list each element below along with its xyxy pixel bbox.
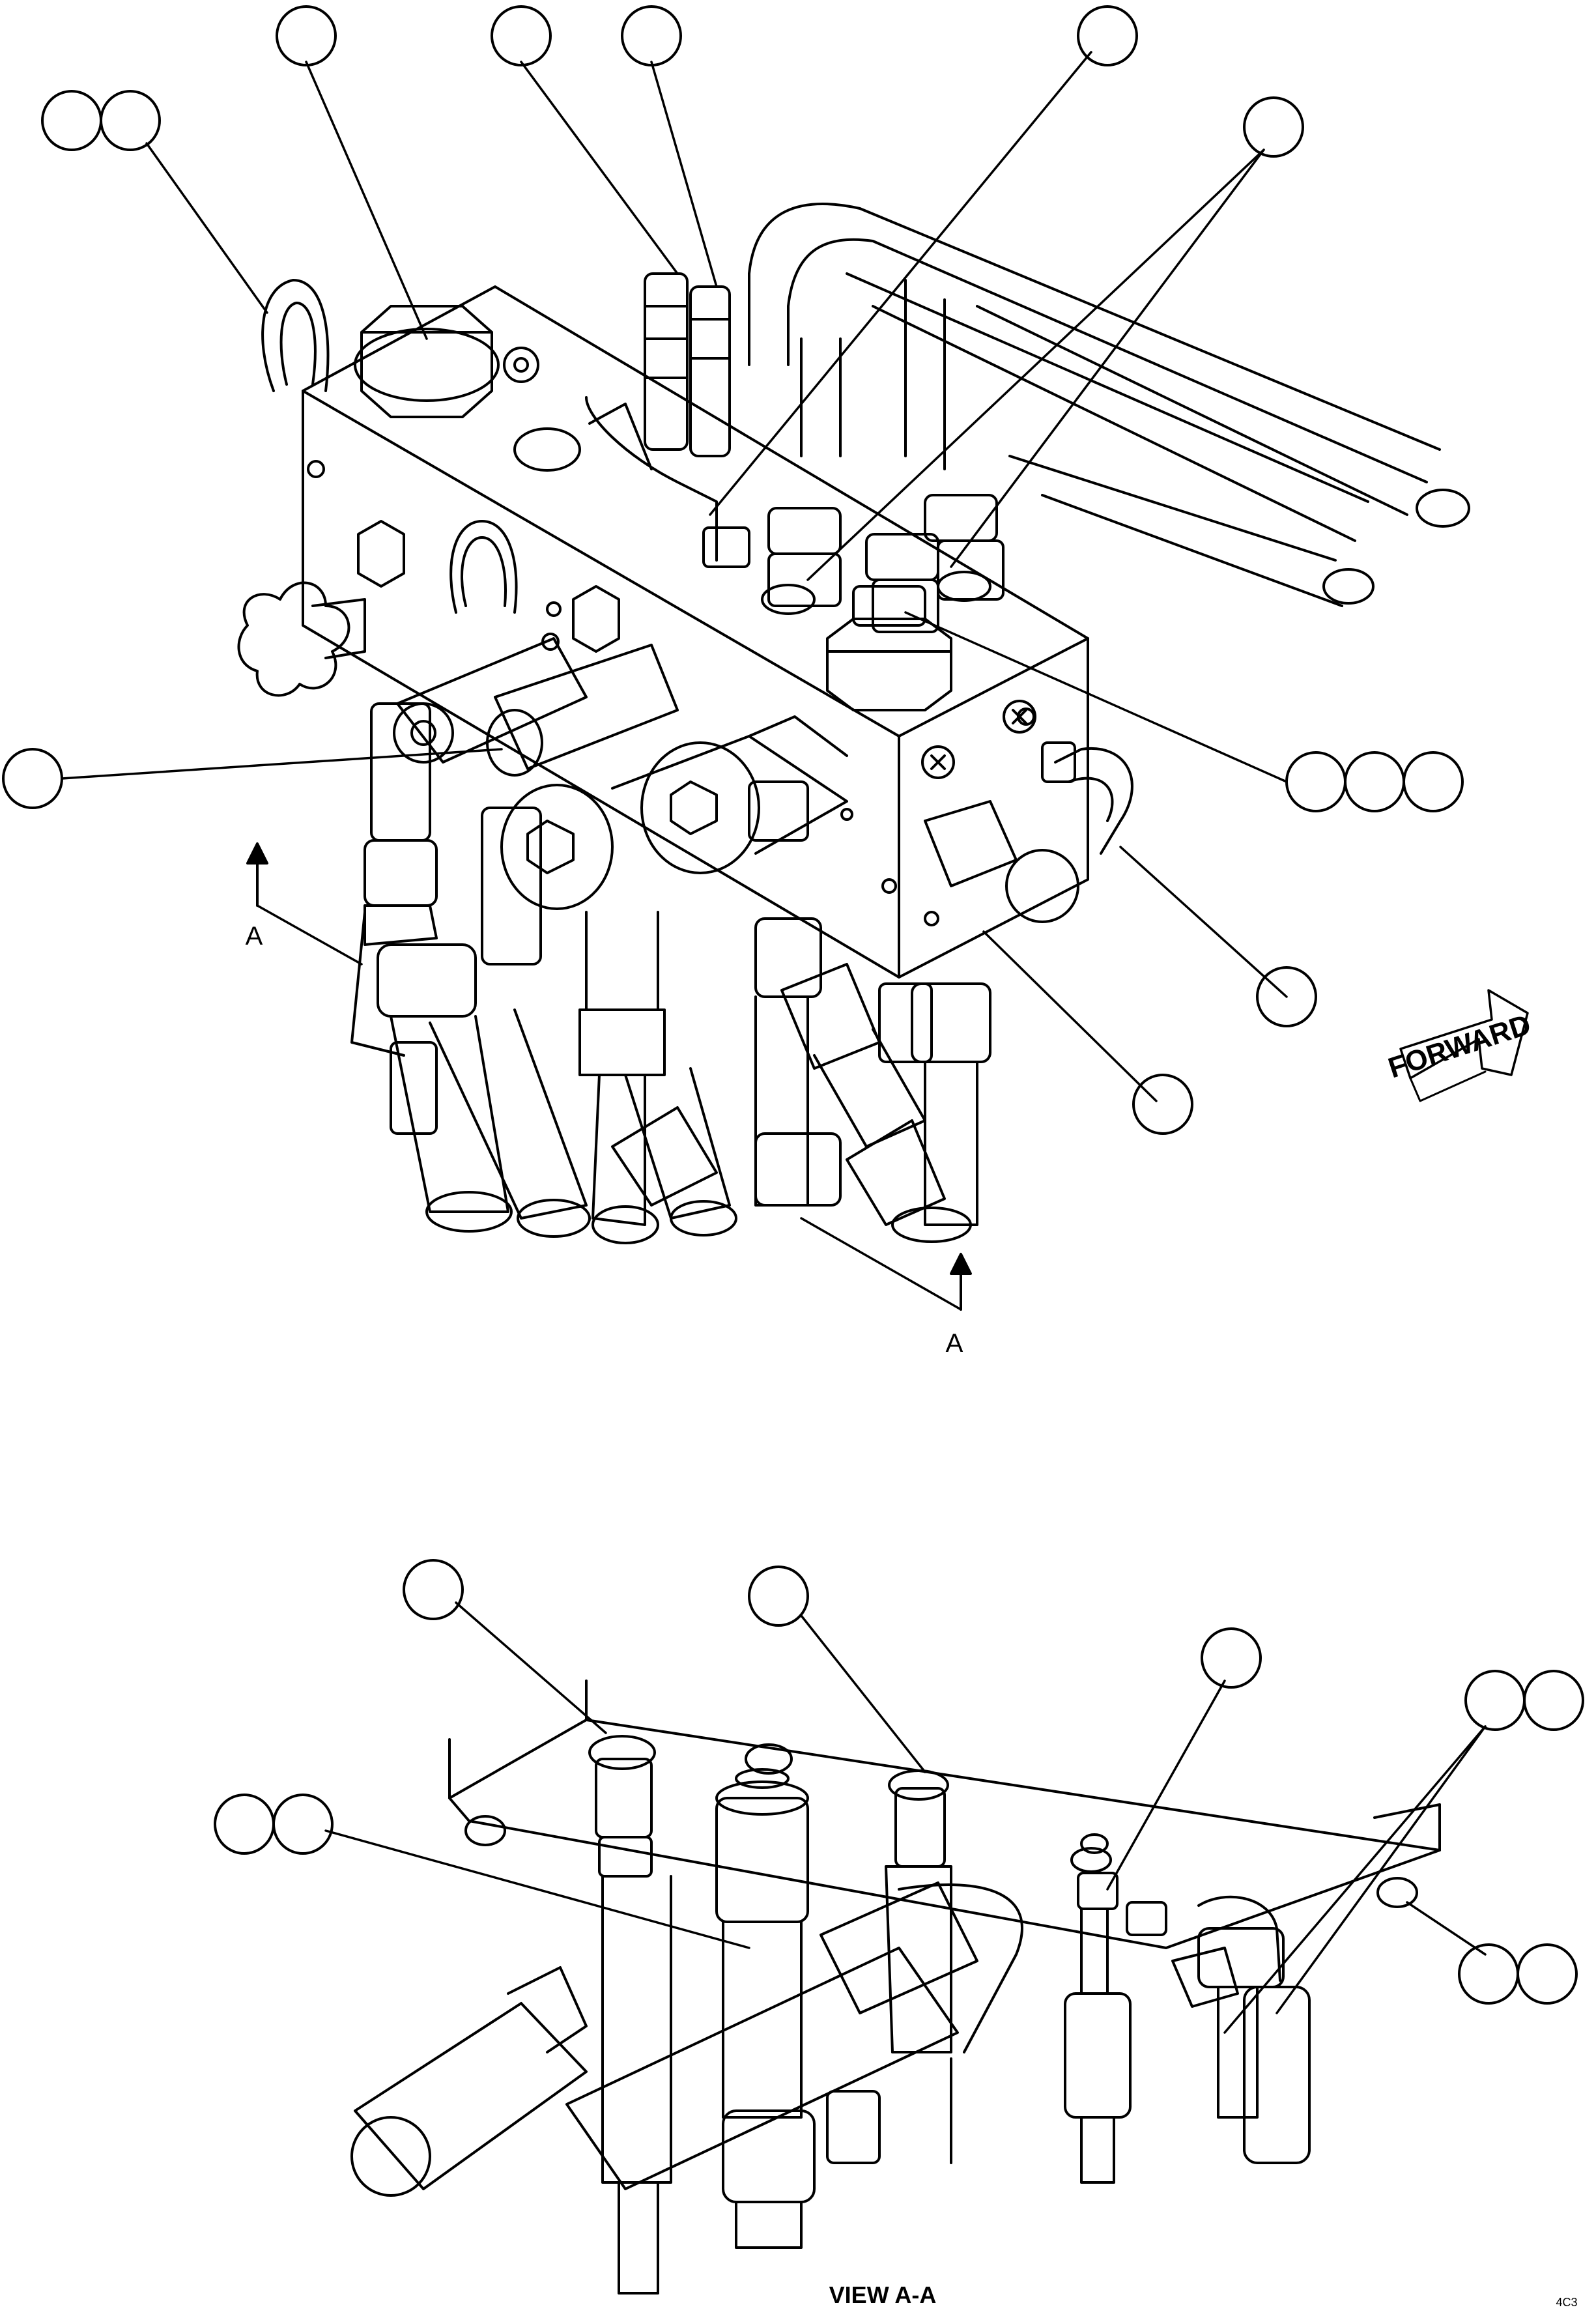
view-a-a-section: VIEW A-A bbox=[214, 1559, 1584, 2308]
top-hex-plug bbox=[354, 305, 500, 418]
section-label-left: A bbox=[246, 922, 263, 951]
top-leader-lines bbox=[61, 51, 1288, 1102]
bottom-leader-lines bbox=[324, 1601, 1487, 2034]
view-lower-hoses bbox=[350, 1966, 952, 2295]
upper-left-loop-handle bbox=[261, 279, 330, 392]
solenoid-coil-left bbox=[500, 784, 614, 910]
section-label-right: A bbox=[946, 1329, 963, 1358]
left-face-hex-plugs bbox=[357, 520, 620, 653]
top-socket-screw bbox=[503, 347, 539, 383]
lower-middle-hoses bbox=[481, 807, 737, 1244]
view-fittings-middle bbox=[565, 1769, 1023, 2190]
view-long-diagonal-hose bbox=[565, 1947, 959, 2190]
section-marker-right: A bbox=[800, 1217, 972, 1358]
upper-middle-fittings bbox=[585, 272, 750, 568]
rear-hydraulic-tubes bbox=[748, 203, 1470, 607]
top-round-plug bbox=[513, 427, 581, 472]
drawing-code: 4C3 bbox=[1556, 2296, 1577, 2309]
view-fittings-left bbox=[588, 1735, 809, 2184]
front-solenoid-valves bbox=[393, 637, 853, 910]
top-elbow-fittings bbox=[761, 494, 1005, 633]
solenoid-coil-right bbox=[640, 741, 760, 874]
right-face-ports bbox=[921, 700, 1079, 923]
bottom-callout-circles bbox=[214, 1559, 1584, 2005]
valve-manifold-isometric-view: A A FORWARD bbox=[2, 5, 1535, 1358]
view-mounting-plate bbox=[448, 1680, 1441, 1949]
section-marker-left: A bbox=[246, 842, 363, 965]
view-caption: VIEW A-A bbox=[829, 2281, 937, 2308]
top-socket-screw-recess bbox=[513, 357, 529, 373]
top-callout-circles bbox=[2, 5, 1464, 1135]
manifold-block bbox=[302, 285, 1089, 979]
star-knob bbox=[237, 581, 366, 697]
center-left-loop bbox=[449, 520, 518, 614]
right-loop-handle bbox=[1041, 741, 1133, 855]
center-large-nut bbox=[826, 585, 952, 711]
lower-left-hoses bbox=[350, 702, 591, 1238]
lower-right-hoses bbox=[754, 917, 991, 1243]
view-fittings-right bbox=[1064, 1833, 1311, 2184]
forward-arrow-sign: FORWARD bbox=[1384, 989, 1535, 1102]
